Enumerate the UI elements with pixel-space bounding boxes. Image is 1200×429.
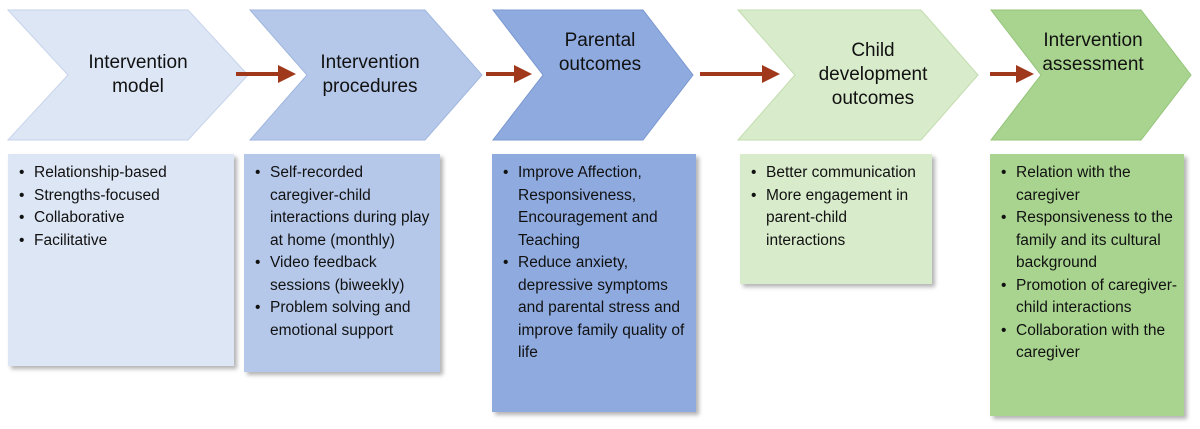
list-item: Reduce anxiety, depressive symptoms and … — [503, 252, 690, 365]
stage-1-title: Intervention model — [88, 52, 188, 97]
list-item: Problem solving and emotional support — [255, 297, 434, 342]
stage-2-chevron: Intervention procedures — [248, 9, 483, 141]
list-item: Better communication — [751, 162, 926, 185]
stage-4-details: Better communication More engagement in … — [740, 154, 932, 284]
list-item: Strengths-focused — [19, 185, 228, 208]
arrow-right-icon — [700, 65, 780, 83]
stage-2-details: Self-recorded caregiver-child interactio… — [244, 154, 440, 372]
list-item: More engagement in parent-child interact… — [751, 185, 926, 253]
stage-3-details: Improve Affection, Responsiveness, Encou… — [492, 154, 696, 412]
stage-4-chevron: Child development outcomes — [736, 9, 979, 141]
list-item: Relation with the caregiver — [1001, 162, 1178, 207]
bullet-list: Better communication More engagement in … — [740, 154, 932, 252]
stage-5-details: Relation with the caregiver Responsivene… — [990, 154, 1184, 416]
chevron-shape — [491, 9, 694, 141]
list-item: Collaborative — [19, 207, 228, 230]
arrow-right-icon — [990, 65, 1034, 83]
chevron-shape — [248, 9, 483, 141]
list-item: Relationship-based — [19, 162, 228, 185]
stage-5-chevron: Intervention assessment — [989, 9, 1192, 141]
arrow-right-icon — [236, 65, 296, 83]
chevron-shape — [989, 9, 1192, 141]
bullet-list: Improve Affection, Responsiveness, Encou… — [492, 154, 696, 365]
stage-3-title: Parental outcomes — [558, 30, 642, 75]
stage-1-details: Relationship-based Strengths-focused Col… — [8, 154, 234, 366]
chevron-shape — [736, 9, 979, 141]
bullet-list: Relation with the caregiver Responsivene… — [990, 154, 1184, 365]
stage-3-chevron: Parental outcomes — [491, 9, 694, 141]
bullet-list: Self-recorded caregiver-child interactio… — [244, 154, 440, 342]
list-item: Responsiveness to the family and its cul… — [1001, 207, 1178, 275]
list-item: Facilitative — [19, 230, 228, 253]
stage-2-title: Intervention procedures — [320, 52, 420, 97]
stage-5-title: Intervention assessment — [1042, 30, 1144, 75]
list-item: Improve Affection, Responsiveness, Encou… — [503, 162, 690, 252]
arrow-right-icon — [486, 65, 532, 83]
list-item: Video feedback sessions (biweekly) — [255, 252, 434, 297]
chevron-shape — [6, 9, 249, 141]
bullet-list: Relationship-based Strengths-focused Col… — [8, 154, 234, 252]
stage-4-title: Child development outcomes — [818, 40, 928, 109]
list-item: Promotion of caregiver-child interaction… — [1001, 275, 1178, 320]
list-item: Collaboration with the caregiver — [1001, 320, 1178, 365]
list-item: Self-recorded caregiver-child interactio… — [255, 162, 434, 252]
stage-1-chevron: Intervention model — [6, 9, 249, 141]
